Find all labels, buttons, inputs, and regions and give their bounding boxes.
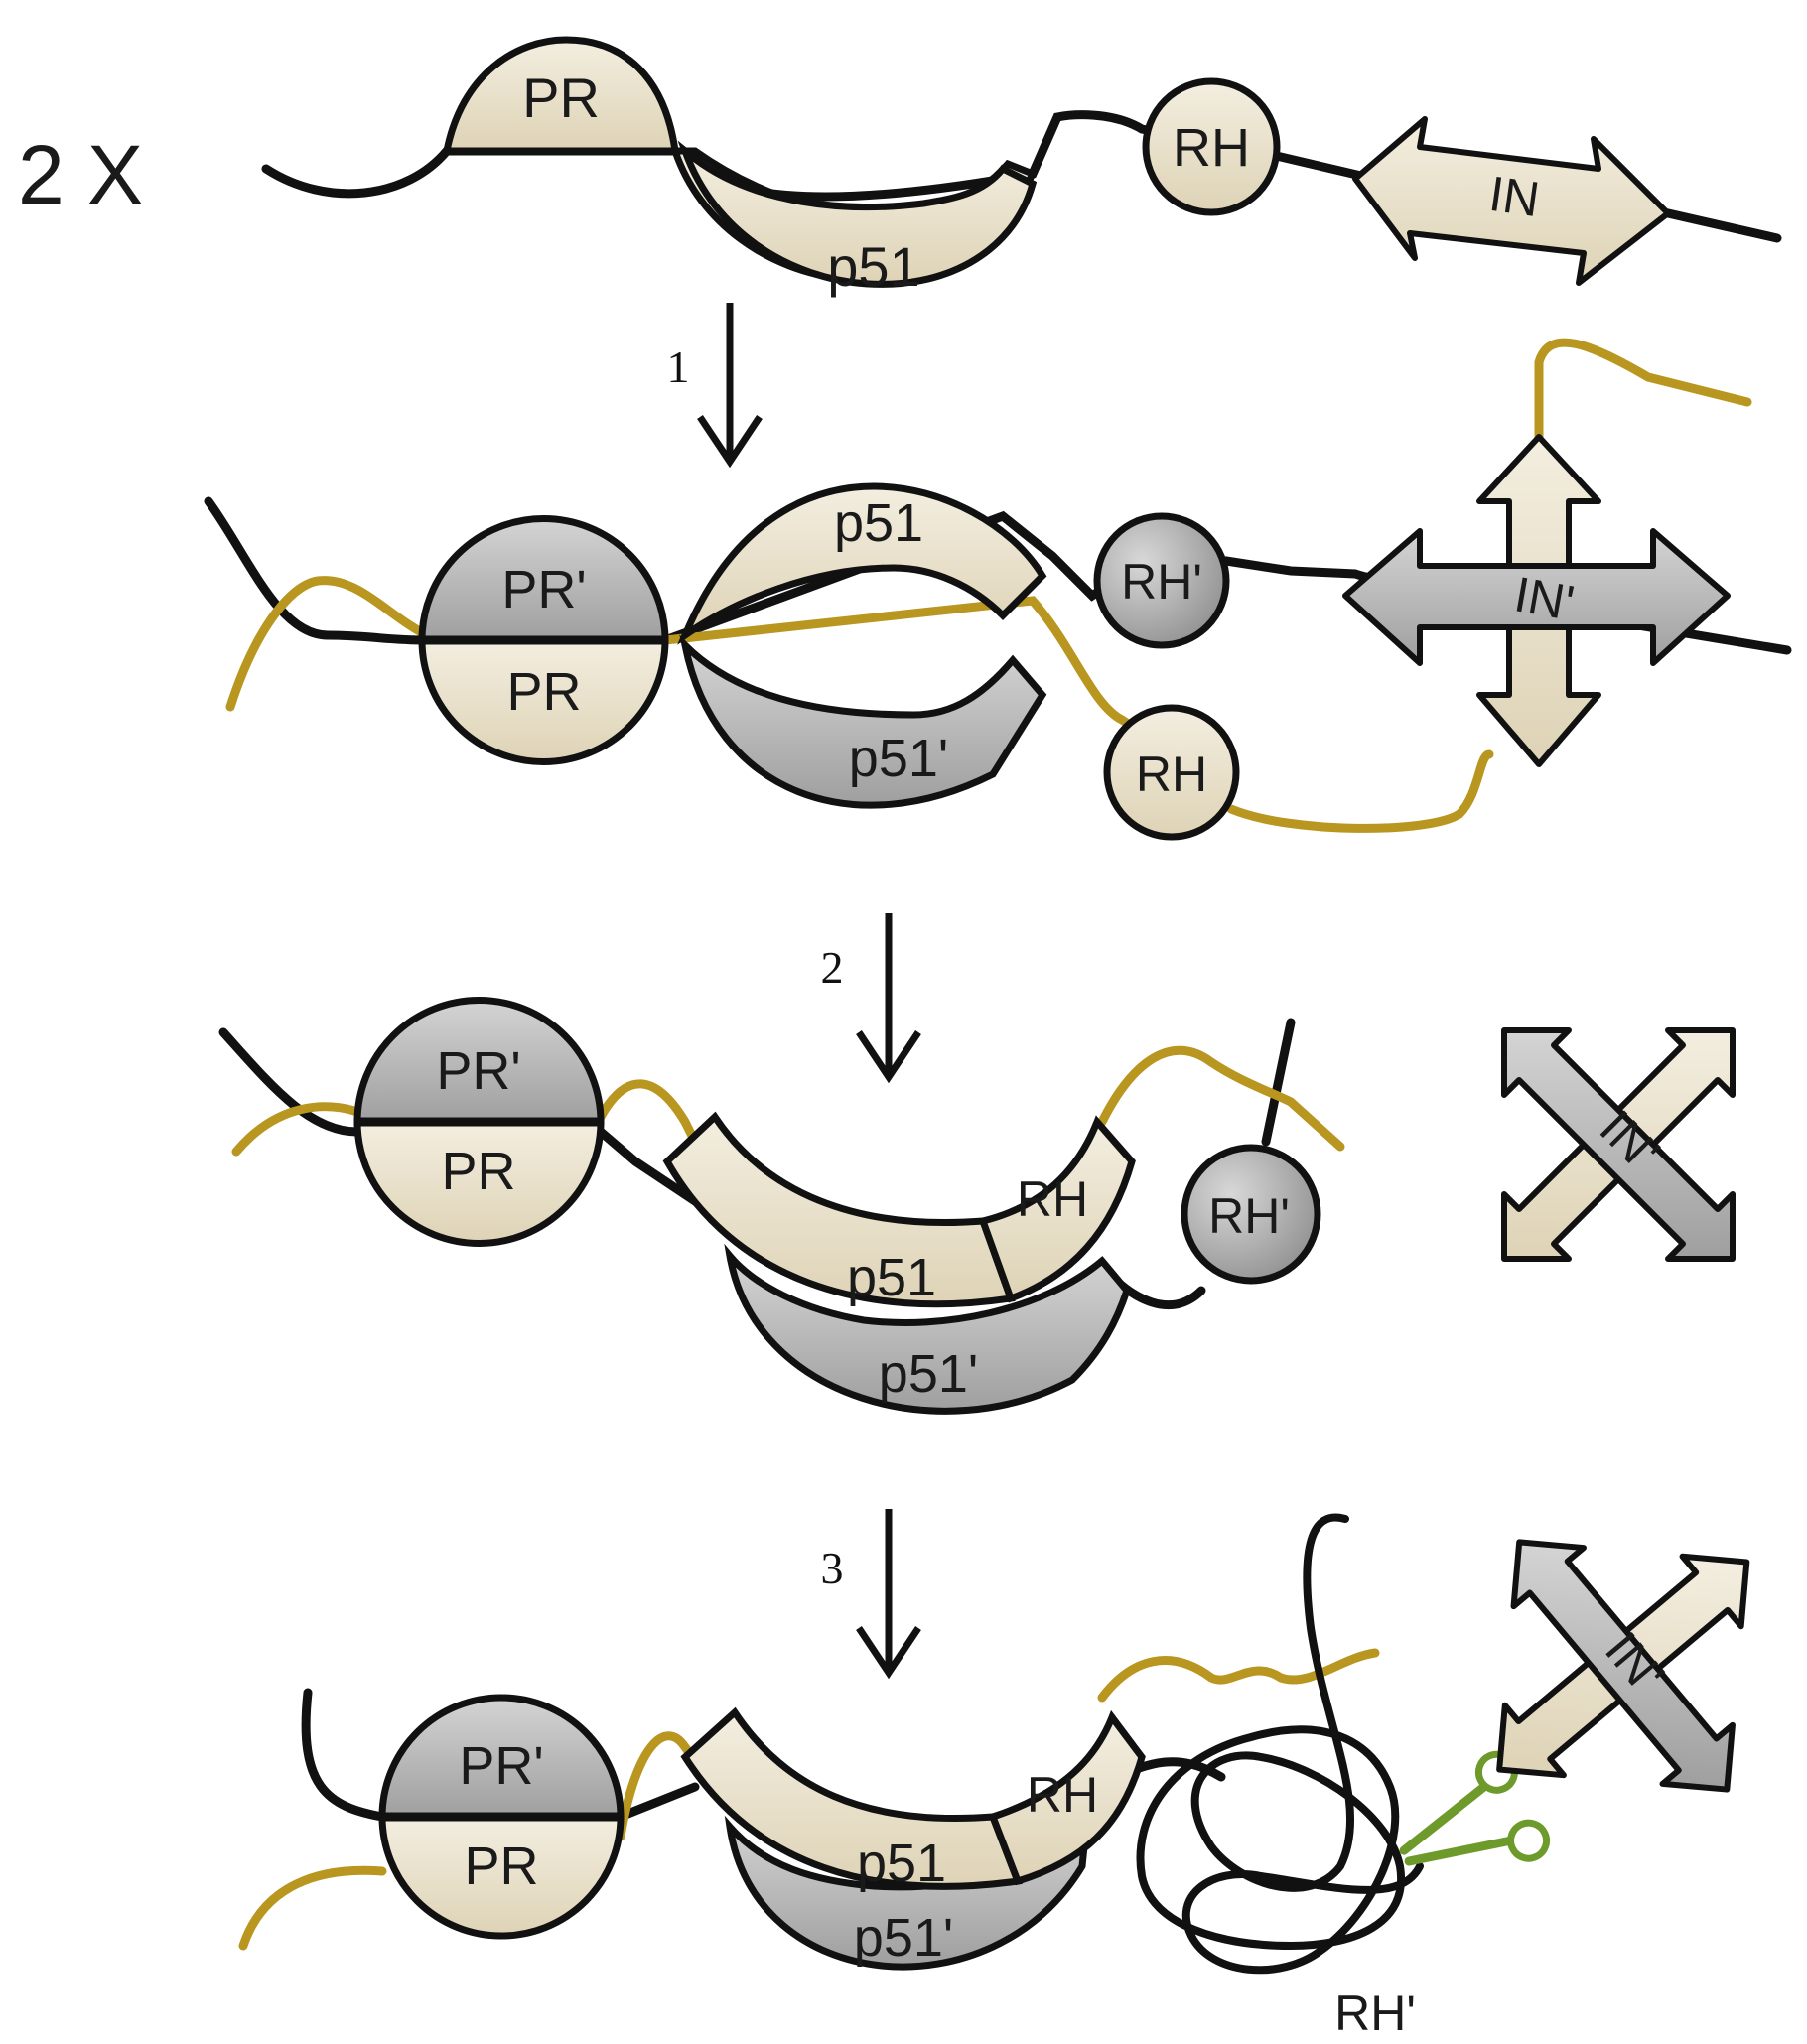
pr-domain-2 xyxy=(353,1118,605,1247)
chain-gold-3 xyxy=(238,1648,1380,1951)
p51-body xyxy=(677,140,1038,288)
pr-label-2: PR xyxy=(441,1142,515,1201)
p51-label: p51 xyxy=(827,235,919,298)
rh-label-2: RH xyxy=(1017,1171,1088,1227)
pr-prime-label-2: PR' xyxy=(436,1041,520,1101)
pr-label-3: PR xyxy=(464,1837,538,1896)
p51-prime-label-3: p51' xyxy=(854,1908,953,1968)
pr-label: PR xyxy=(522,67,600,129)
pr-prime-domain-3 xyxy=(378,1694,625,1821)
p51-label-1: p51 xyxy=(834,493,923,553)
rh-label-3: RH xyxy=(1027,1767,1098,1823)
multiplier-label: 2 X xyxy=(18,128,143,221)
in-prime-cross-2: IN' xyxy=(1501,1027,1736,1262)
pr-prime-label-1: PR' xyxy=(501,560,586,619)
step-1-label: 1 xyxy=(667,341,690,392)
chain-gold-2 xyxy=(231,1045,1345,1157)
rh-label: RH xyxy=(1173,118,1250,178)
pr-prime-label-3: PR' xyxy=(459,1736,543,1796)
p51-prime-label-1: p51' xyxy=(849,729,948,788)
step-2-label: 2 xyxy=(821,942,844,993)
rh-prime-label-1: RH' xyxy=(1121,554,1202,610)
rh-prime-tangle xyxy=(1136,1513,1424,1975)
in-label: IN xyxy=(1486,166,1543,227)
rh-domain-3 xyxy=(988,1709,1146,1886)
rh-label-1: RH xyxy=(1136,747,1207,802)
chain-gold-1 xyxy=(225,338,1752,833)
in-domain xyxy=(1352,116,1671,286)
in-prime-cross-3: IN' xyxy=(1496,1539,1750,1793)
step-3-arrow: 3 xyxy=(821,1509,921,1680)
stage-3: PR' PR p51' p51 RH RH' IN' xyxy=(238,1513,1750,2041)
rh-domain-1 xyxy=(1103,704,1240,841)
stage-0: 2 X PR p51 RH IN xyxy=(18,36,1782,298)
in-prime-domain-1 xyxy=(1342,528,1731,666)
p51-prime-domain-1 xyxy=(679,634,1047,809)
rh-prime-label-2: RH' xyxy=(1208,1188,1290,1244)
rh-prime-domain-2 xyxy=(1181,1144,1321,1285)
pr-domain-1 xyxy=(418,636,669,765)
p51-domain-2 xyxy=(662,1111,1016,1308)
scissors-icon xyxy=(1399,1750,1551,1866)
p51-label-2: p51 xyxy=(847,1248,936,1307)
pr-domain-3 xyxy=(378,1813,625,1940)
stage-2: PR' PR p51' p51 RH RH' IN' xyxy=(218,997,1736,1415)
p51-label-3: p51 xyxy=(857,1834,946,1893)
p51-prime-domain-2 xyxy=(724,1243,1131,1415)
pr-prime-domain-2 xyxy=(353,997,605,1126)
step-3-label: 3 xyxy=(821,1543,844,1593)
in-prime-label-1: IN' xyxy=(1510,566,1578,630)
rh-prime-label-3: RH' xyxy=(1334,1985,1416,2041)
chain-black-2 xyxy=(218,1018,1296,1310)
rh-domain-2 xyxy=(978,1115,1136,1303)
step-2-arrow: 2 xyxy=(821,913,921,1084)
rh-domain xyxy=(1142,77,1281,216)
pr-domain xyxy=(442,36,680,155)
pr-prime-domain xyxy=(418,515,669,644)
p51-domain-1 xyxy=(677,482,1047,645)
p51-prime-label-2: p51' xyxy=(879,1344,978,1404)
pr-label-1: PR xyxy=(506,662,581,722)
step-1-arrow: 1 xyxy=(667,303,763,469)
stage-1: PR' PR p51 p51' RH' RH IN' xyxy=(204,338,1792,841)
rh-prime-domain-1 xyxy=(1093,512,1230,649)
